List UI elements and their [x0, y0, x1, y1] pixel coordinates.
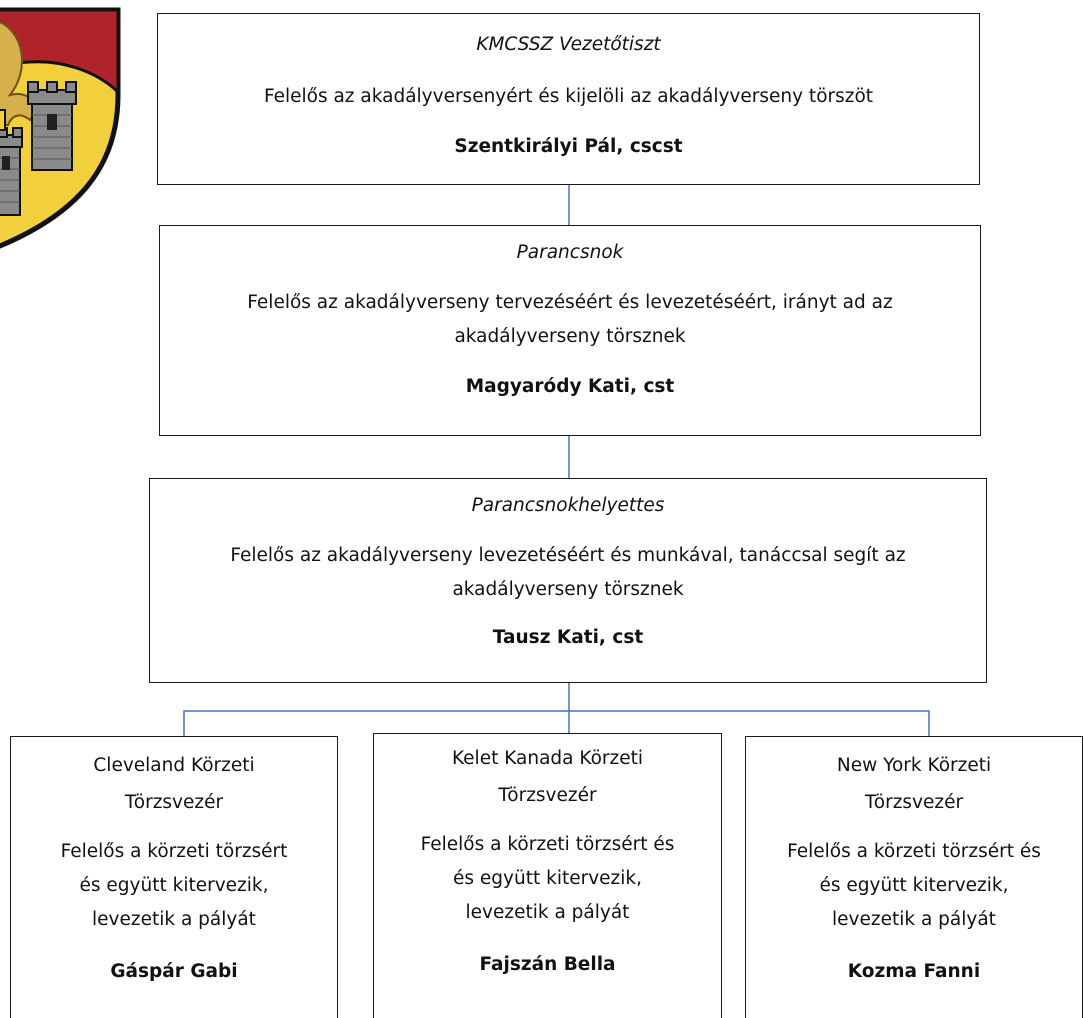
district-description-line: és együtt kitervezik, — [819, 875, 1009, 896]
district-description-line: és együtt kitervezik, — [453, 868, 642, 889]
role-title: KMCSSZ Vezetőtiszt — [476, 34, 661, 55]
district-title-line: New York Körzeti — [836, 755, 992, 776]
person-name: Kozma Fanni — [847, 961, 981, 982]
role-description: Felelős az akadályversenyért és kijelöli… — [263, 86, 874, 107]
district-title-line: Törzsvezér — [498, 785, 597, 806]
coat-of-arms-icon — [0, 7, 121, 249]
district-description-line: levezetik a pályát — [832, 909, 996, 930]
person-name: Tausz Kati, cst — [492, 627, 644, 648]
district-description-line: és együtt kitervezik, — [79, 875, 269, 896]
district-title-line: Cleveland Körzeti — [93, 755, 255, 776]
role-description-line: Felelős az akadályverseny tervezéséért é… — [247, 292, 893, 313]
person-name: Magyaródy Kati, cst — [465, 376, 675, 397]
district-title-line: Törzsvezér — [864, 792, 964, 813]
org-box-district-cleveland: Cleveland Körzeti Törzsvezér Felelős a k… — [10, 736, 338, 1018]
role-title: Parancsnok — [516, 242, 624, 263]
org-box-commander: Parancsnok Felelős az akadályverseny ter… — [159, 225, 981, 436]
org-box-top-leader: KMCSSZ Vezetőtiszt Felelős az akadályver… — [157, 13, 980, 185]
district-description-line: levezetik a pályát — [465, 902, 630, 923]
district-description-line: Felelős a körzeti törzsért — [60, 841, 288, 862]
role-description-line: Felelős az akadályverseny levezetéséért … — [230, 545, 906, 566]
org-box-district-kelet-kanada: Kelet Kanada Körzeti Törzsvezér Felelős … — [373, 733, 722, 1018]
connector-district-bus — [183, 710, 930, 736]
person-name: Fajszán Bella — [479, 954, 616, 975]
org-box-district-new-york: New York Körzeti Törzsvezér Felelős a kö… — [745, 736, 1083, 1018]
role-description-line: akadályverseny törsznek — [452, 579, 684, 600]
district-title-line: Törzsvezér — [124, 792, 224, 813]
person-name: Gáspár Gabi — [110, 961, 238, 982]
role-description-line: akadályverseny törsznek — [454, 326, 686, 347]
district-description-line: Felelős a körzeti törzsért és — [787, 841, 1041, 862]
role-title: Parancsnokhelyettes — [471, 495, 665, 516]
district-description-line: Felelős a körzeti törzsért és — [420, 834, 675, 855]
district-description-line: levezetik a pályát — [92, 909, 256, 930]
person-name: Szentkirályi Pál, cscst — [454, 136, 683, 157]
org-box-deputy: Parancsnokhelyettes Felelős az akadályve… — [149, 478, 987, 683]
district-title-line: Kelet Kanada Körzeti — [451, 748, 644, 769]
